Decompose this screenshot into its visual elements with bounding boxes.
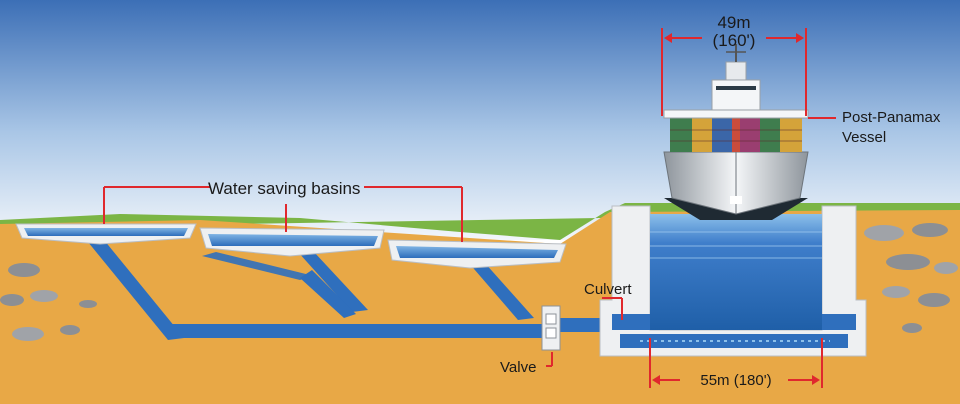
water-saving-basin-1: [15, 223, 197, 245]
rocks-right: [864, 223, 958, 333]
rocks-left: [0, 263, 97, 341]
annotation-arrows: [652, 33, 820, 385]
vessel-type-label-line2: Vessel: [842, 129, 886, 146]
annotation-lines: [103, 28, 836, 388]
vessel-width-meters-label: 49m: [717, 13, 750, 32]
post-panamax-vessel: [663, 44, 809, 220]
vessel-width-feet-label: (160'): [713, 31, 756, 50]
culvert-network: [88, 240, 616, 340]
containers: [670, 118, 802, 152]
water-saving-basin-2: [199, 227, 385, 257]
culvert-label: Culvert: [584, 281, 632, 298]
valve: [541, 305, 561, 351]
vessel-type-label-line1: Post-Panamax: [842, 109, 941, 126]
water-saving-basins-label: Water saving basins: [208, 179, 360, 198]
valve-label: Valve: [500, 359, 536, 376]
water-saving-basin-3: [387, 239, 567, 269]
chamber-width-label: 55m (180'): [700, 372, 771, 389]
lock-chamber: [599, 205, 867, 357]
